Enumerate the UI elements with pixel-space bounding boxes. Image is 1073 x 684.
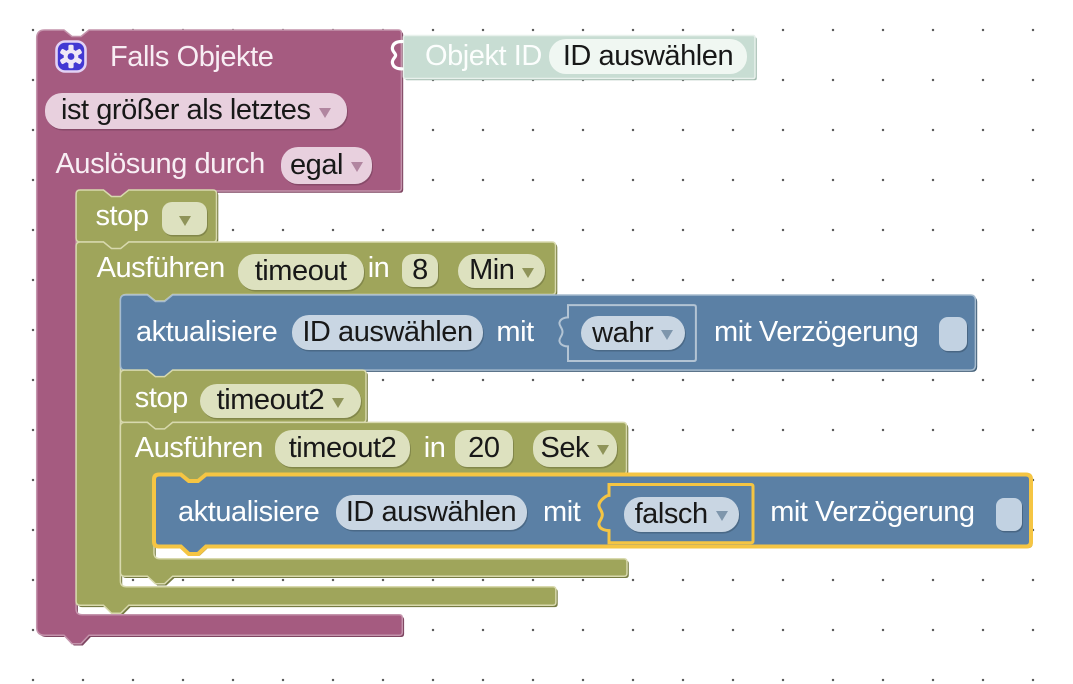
aktualisiere1-bool-dropdown[interactable]: wahr: [580, 316, 685, 350]
ausfuehren2-label: Ausführen: [134, 431, 264, 464]
condition-value: ist größer als letztes: [60, 94, 311, 127]
chevron-down-icon: [351, 162, 364, 172]
ausfuehren1-duration-field[interactable]: 8: [401, 253, 439, 288]
stop1-label: stop: [95, 200, 149, 232]
aktualisiere2-bool-dropdown[interactable]: falsch: [623, 496, 739, 532]
chevron-down-icon: [522, 267, 535, 278]
aktualisiere2-with-label: mit: [543, 496, 581, 528]
chevron-down-icon: [715, 511, 728, 522]
aktualisiere1-bool-value: wahr: [592, 316, 654, 349]
ausfuehren2-unit-dropdown[interactable]: Sek: [532, 429, 617, 467]
ausfuehren1-unit-value: Min: [469, 254, 515, 286]
ausfuehren2-unit-value: Sek: [540, 431, 590, 464]
aktualisiere1-label: aktualisiere: [136, 316, 278, 348]
condition-dropdown[interactable]: ist größer als letztes: [44, 92, 347, 129]
ausfuehren2-name-field[interactable]: timeout2: [275, 430, 410, 467]
chevron-down-icon: [332, 397, 345, 408]
chevron-down-icon: [178, 215, 191, 226]
falsch-inline-socket: [597, 483, 755, 545]
ausfuehren1-unit-dropdown[interactable]: Min: [458, 253, 546, 288]
aktualisiere1-with-label: mit: [496, 316, 534, 348]
aktualisiere1-delay-checkbox[interactable]: [939, 317, 967, 351]
trigger-label: Auslösung durch: [55, 148, 266, 181]
chevron-down-icon: [597, 445, 610, 455]
stop2-value: timeout2: [216, 384, 325, 417]
aktualisiere1-delay-label: mit Verzögerung: [714, 316, 919, 348]
stop2-dropdown[interactable]: timeout2: [199, 383, 362, 418]
stop2-label: stop: [134, 381, 188, 414]
ausfuehren1-name-field[interactable]: timeout: [237, 253, 364, 291]
ausfuehren2-in-label: in: [423, 431, 446, 464]
gear-icon[interactable]: [54, 40, 87, 78]
aktualisiere2-label: aktualisiere: [178, 496, 320, 528]
aktualisiere2-delay-label: mit Verzögerung: [770, 496, 975, 528]
falls-objekte-title: Falls Objekte: [110, 41, 274, 73]
wahr-inline-socket: [558, 304, 697, 362]
trigger-dropdown[interactable]: egal: [281, 146, 372, 184]
ausfuehren1-label: Ausführen: [96, 252, 226, 284]
trigger-value: egal: [289, 148, 344, 181]
aktualisiere2-block-shape[interactable]: [152, 472, 1033, 556]
stop1-dropdown[interactable]: [162, 201, 207, 236]
ausfuehren2-duration-field[interactable]: 20: [454, 429, 514, 467]
objekt-id-label: Objekt ID: [425, 40, 542, 73]
chevron-down-icon: [661, 330, 674, 341]
aktualisiere1-oid-field[interactable]: ID auswählen: [292, 315, 483, 350]
aktualisiere2-bool-value: falsch: [634, 497, 709, 530]
objekt-id-field[interactable]: ID auswählen: [549, 39, 747, 75]
aktualisiere2-delay-checkbox[interactable]: [996, 497, 1022, 532]
ausfuehren1-in-label: in: [367, 252, 390, 284]
aktualisiere2-oid-field[interactable]: ID auswählen: [335, 494, 527, 530]
value-socket-tab: [390, 39, 404, 71]
chevron-down-icon: [318, 107, 331, 118]
